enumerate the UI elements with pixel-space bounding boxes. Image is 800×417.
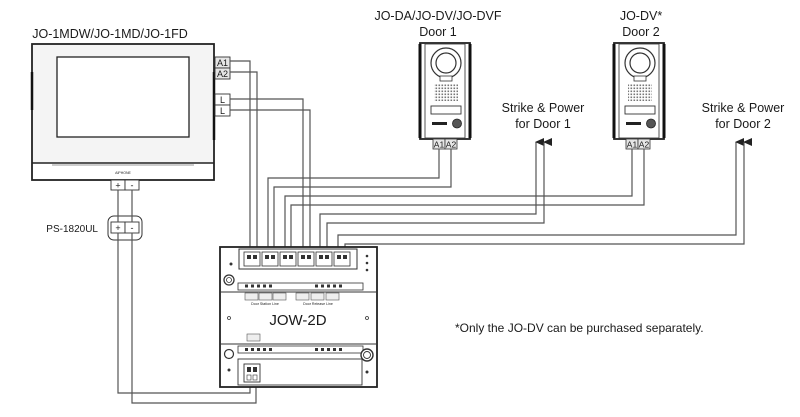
power-supply-label: PS-1820UL xyxy=(46,224,98,235)
door-station-1: JO-DA/JO-DV/JO-DVF Door 1 A1 A2 xyxy=(374,9,501,150)
jow-2d-adaptor: Door Station Line Door Release Line JOW-… xyxy=(219,246,378,388)
strike2-line2: for Door 2 xyxy=(715,117,771,131)
wire-door2-a1 xyxy=(284,149,633,250)
ps-minus-terminal: - xyxy=(131,223,134,233)
terminal-a1: A1 xyxy=(217,58,228,68)
adaptor-name: JOW-2D xyxy=(269,312,326,329)
door1-nameplate xyxy=(430,105,462,115)
wire-monitor-a2 xyxy=(230,71,258,250)
wire-monitor-l2 xyxy=(230,109,311,250)
door2-terminal-a2: A2 xyxy=(639,140,650,150)
monitor-title: JO-1MDW/JO-1MD/JO-1FD xyxy=(32,27,188,41)
door1-name: Door 1 xyxy=(419,25,457,39)
footnote: *Only the JO-DV can be purchased separat… xyxy=(455,321,704,335)
monitor-terminal-block: A1 A2 L L xyxy=(214,56,231,117)
door2-speaker-grille xyxy=(628,84,652,101)
wire-strike2-a xyxy=(337,138,744,250)
strike1-line1: Strike & Power xyxy=(502,101,585,115)
door1-models: JO-DA/JO-DV/JO-DVF xyxy=(374,9,501,23)
wire-ps-minus xyxy=(131,233,257,404)
terminal-a2: A2 xyxy=(217,69,228,79)
wire-ps-plus xyxy=(117,233,251,394)
strike-power-door1: Strike & Power for Door 1 xyxy=(502,101,585,131)
door2-terminal-a1: A1 xyxy=(627,140,638,150)
ps-plus-terminal: + xyxy=(115,223,120,233)
monitor-power-terminals: + - xyxy=(110,179,140,191)
monitor-plus-terminal: + xyxy=(115,181,120,191)
door1-terminal-a2: A2 xyxy=(446,140,457,150)
door2-call-button xyxy=(646,118,656,129)
jow-power-terminal xyxy=(243,363,261,383)
door2-nameplate xyxy=(624,105,656,115)
power-supply: PS-1820UL + - xyxy=(46,215,143,241)
door2-models: JO-DV* xyxy=(620,9,663,23)
wire-strike1-b xyxy=(326,138,552,250)
terminal-l2: L xyxy=(220,106,225,116)
wiring xyxy=(117,60,752,404)
door1-terminal-a1: A1 xyxy=(434,140,445,150)
wire-monitor-l1 xyxy=(230,98,304,250)
door-station-2: JO-DV* Door 2 A1 A2 xyxy=(612,9,666,150)
strike2-line1: Strike & Power xyxy=(702,101,785,115)
monitor-screen xyxy=(56,56,190,138)
door-release-line-label: Door Release Line xyxy=(303,302,333,306)
strike1-line2: for Door 1 xyxy=(515,117,571,131)
strike-power-door2: Strike & Power for Door 2 xyxy=(702,101,785,131)
wire-door1-a2 xyxy=(273,149,452,250)
wire-door1-a1 xyxy=(267,149,440,250)
terminal-l1: L xyxy=(220,95,225,105)
monitor-brand-mark: AIPHONE xyxy=(115,171,131,175)
monitor-unit: JO-1MDW/JO-1MD/JO-1FD AIPHONE A1 A2 L L … xyxy=(30,27,231,191)
door2-name: Door 2 xyxy=(622,25,660,39)
wire-strike1-a xyxy=(319,138,544,250)
monitor-minus-terminal: - xyxy=(131,181,134,191)
door1-speaker-grille xyxy=(434,84,458,101)
wire-door2-a2 xyxy=(290,149,645,250)
wire-monitor-a1 xyxy=(230,60,251,250)
door1-call-button xyxy=(452,118,462,129)
door-station-line-label: Door Station Line xyxy=(251,302,279,306)
